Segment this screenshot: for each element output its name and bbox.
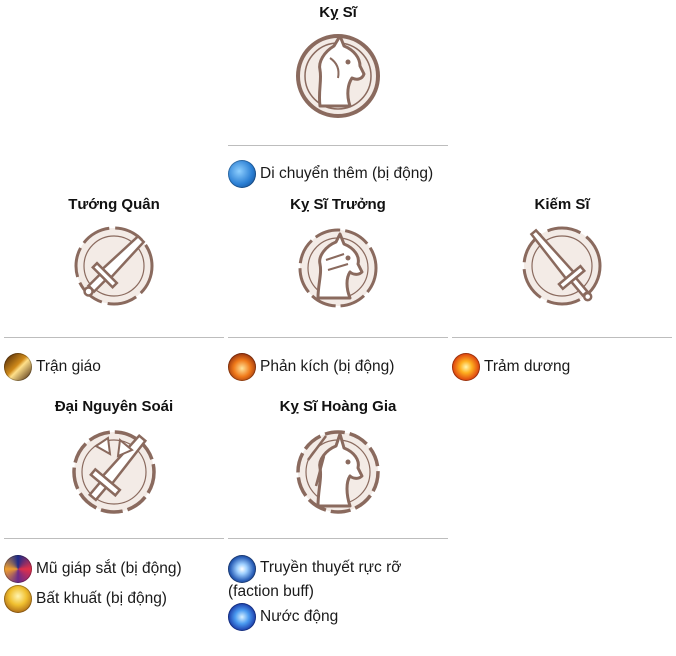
royal-horse-icon [296,430,380,514]
divider [4,538,224,539]
skill-item[interactable]: Mũ giáp sắt (bị động) [4,555,224,583]
unit-name: Đại Nguyên Soái [54,398,174,415]
skill-item[interactable]: Truyền thuyết rực rỡ [228,555,448,583]
indomitable-icon [4,585,32,613]
unit-name: Kỵ Sĩ Hoàng Gia [279,398,397,415]
skill-label: Di chuyển thêm (bị động) [260,165,434,182]
sword-icon [74,226,154,306]
unit-card-tuong-quan: Tướng Quân [4,196,224,314]
fire-burst-icon [452,353,480,381]
unit-card-kiem-si: Kiếm Sĩ [452,196,672,314]
unit-card-ky-si: Kỵ Sĩ [228,4,448,126]
skill-label: Nước động [260,608,339,625]
divider [228,337,448,338]
water-whirl-icon [228,603,256,631]
divider [452,337,672,338]
legend-buff-icon [228,555,256,583]
skill-label: Trảm dương [484,358,571,375]
skill-list-tuong-quan: Trận giáo [4,353,224,383]
skill-list-ky-si-truong: Phản kích (bị động) [228,353,448,383]
skill-label: Truyền thuyết rực rỡ [260,559,402,576]
armored-horse-icon [298,228,378,308]
skill-list-kiem-si: Trảm dương [452,353,672,383]
unit-card-ky-si-hoang-gia: Kỵ Sĩ Hoàng Gia [228,398,448,520]
divider [228,538,448,539]
skill-label: Trận giáo [36,358,101,375]
extra-move-icon [228,160,256,188]
unit-name: Tướng Quân [68,196,160,213]
crossed-swords-icon [72,430,156,514]
skill-item[interactable]: Di chuyển thêm (bị động) [228,160,448,188]
skill-list-dai-nguyen-soai: Mũ giáp sắt (bị động) Bất khuất (bị động… [4,555,224,615]
skill-item[interactable]: Phản kích (bị động) [228,353,448,381]
skill-item[interactable]: Nước động [228,603,448,631]
divider [4,337,224,338]
skill-label: Phản kích (bị động) [260,358,395,375]
skill-label: Mũ giáp sắt (bị động) [36,560,182,577]
long-sword-icon [522,226,602,306]
skill-item[interactable]: Bất khuất (bị động) [4,585,224,613]
divider [228,145,448,146]
unit-card-ky-si-truong: Kỵ Sĩ Trưởng [228,196,448,314]
unit-name: Kiếm Sĩ [534,196,590,213]
skill-list-ky-si: Di chuyển thêm (bị động) [228,160,448,190]
skill-item[interactable]: Trảm dương [452,353,672,381]
unit-name: Kỵ Sĩ Trưởng [290,196,386,213]
unit-card-dai-nguyen-soai: Đại Nguyên Soái [4,398,224,520]
skill-label-continuation: (faction buff) [228,583,314,600]
unit-name: Kỵ Sĩ [319,4,357,21]
spear-strike-icon [4,353,32,381]
counter-attack-icon [228,353,256,381]
iron-helmet-icon [4,555,32,583]
skill-list-ky-si-hoang-gia: Truyền thuyết rực rỡ (faction buff) Nước… [228,555,448,633]
skill-label: Bất khuất (bị động) [36,590,167,607]
horse-head-icon [296,34,380,118]
skill-item[interactable]: Trận giáo [4,353,224,381]
